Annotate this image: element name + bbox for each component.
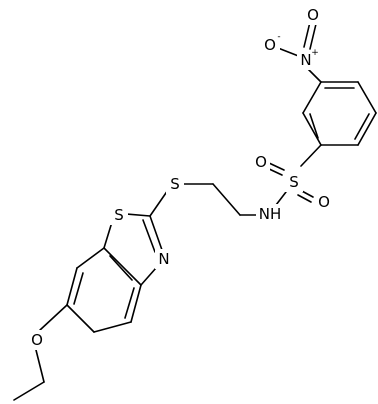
bond-benzo-e (66, 267, 78, 306)
bond-ring-s (300, 144, 322, 167)
bond-benzo-a (103, 247, 142, 286)
bond-s-o-left-a (268, 162, 285, 171)
bond-s-nh (275, 191, 287, 206)
bond-benzo-inner-c (109, 255, 133, 281)
nitro-nitrogen: N (300, 51, 311, 69)
ether-oxygen: O (31, 331, 43, 349)
bond-o-ch2 (35, 349, 45, 383)
bond-ring1-inner-b (354, 113, 370, 140)
sulfonyl-sulfur: S (289, 173, 299, 191)
thiazole-nitrogen: N (158, 250, 169, 268)
bond-benzo-inner-a (124, 287, 135, 319)
bond-n-ring (307, 68, 322, 83)
bond-benzo-inner-b (73, 272, 84, 305)
thiazole-sulfur: S (114, 206, 124, 224)
bond-n3-c3a (140, 267, 157, 286)
bond-c2-n3 (149, 215, 163, 251)
sulfonyl-oxygen-right: O (318, 193, 330, 211)
nitro-oxygen-double: O (307, 6, 319, 24)
bond-benzo-f (76, 247, 105, 269)
bond-s1-c7a (103, 221, 113, 249)
bond-c6-o (39, 304, 68, 331)
nitro-nitrogen-charge: + (311, 48, 319, 58)
amide-nh: NH (259, 205, 282, 223)
bond-c2-n3-double (142, 219, 156, 253)
bond-benzo-d (66, 304, 95, 333)
sulfonyl-oxygen-left: O (255, 153, 267, 171)
atom-labels: O - N + O S O O NH S (28, 5, 333, 350)
bond-s-o-right-b (297, 194, 312, 203)
bond-ring1-inner-c (309, 113, 319, 139)
bond-c2-s1 (125, 213, 151, 217)
bond-ring1-b (357, 81, 377, 114)
bond-n-o-double-a (303, 21, 311, 48)
bond-ch2-ch3 (13, 381, 45, 401)
bond-ring1-f (302, 81, 322, 114)
nitro-oxygen-charge: - (277, 32, 280, 42)
bonds (13, 21, 377, 401)
nitro-oxygen-minus: O (264, 36, 276, 54)
bond-ch2-ch2 (212, 183, 241, 216)
thioether-sulfur: S (170, 175, 180, 193)
bond-ring1-c (357, 112, 377, 146)
bond-n-o-double-b (309, 23, 317, 50)
bond-s-c2 (149, 189, 169, 217)
bond-benzo-c (93, 321, 132, 333)
bond-ring1-e (302, 112, 322, 146)
bond-benzo-b (130, 284, 142, 323)
